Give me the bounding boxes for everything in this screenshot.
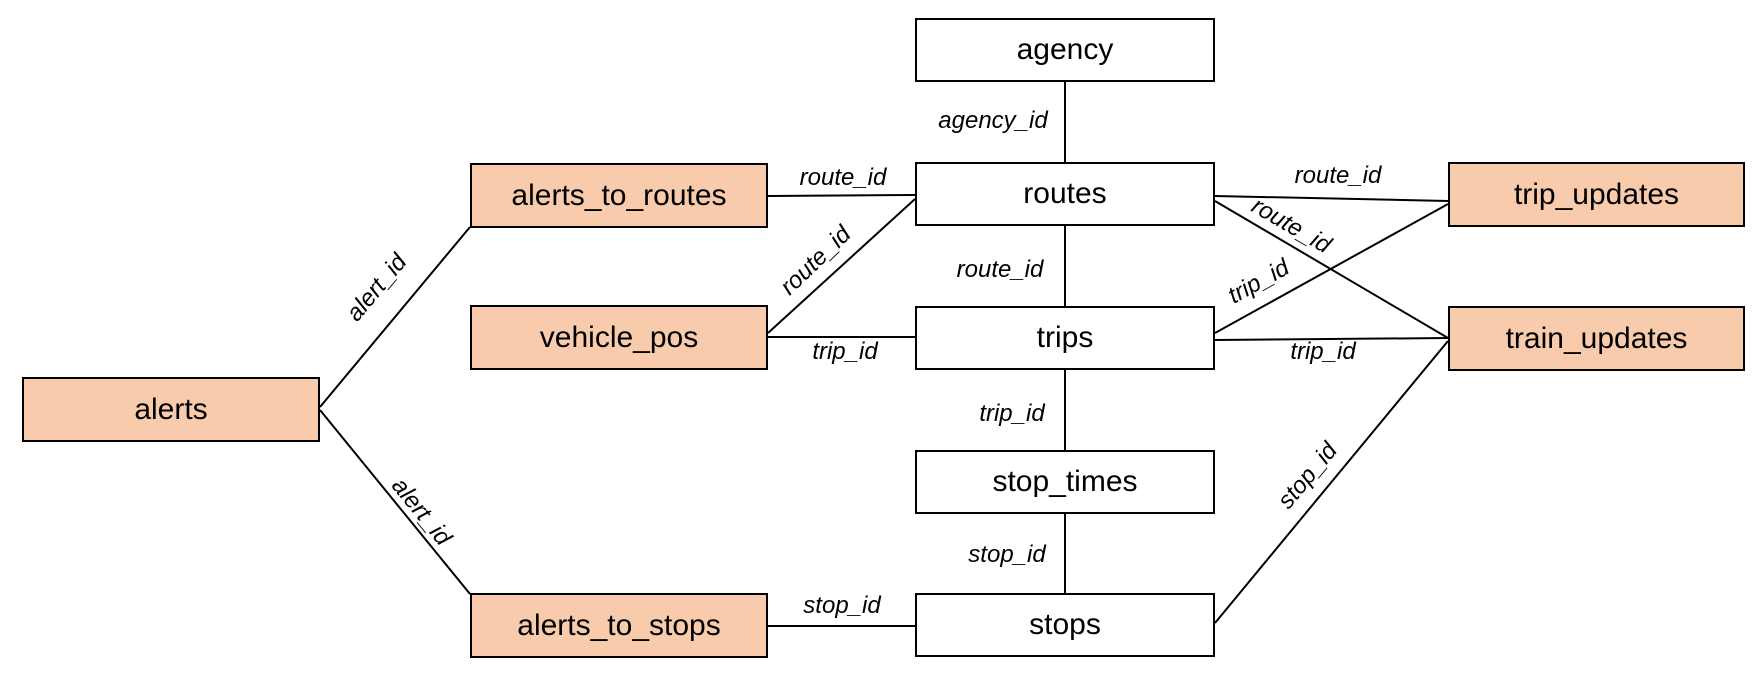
entity-routes: routes [915, 162, 1215, 226]
entity-label: agency [1016, 33, 1114, 66]
entity-label: routes [1023, 177, 1107, 210]
edge-routes-trip_updates [1214, 195, 1449, 202]
entity-label: vehicle_pos [539, 320, 699, 354]
edge-trips-train_updates [1214, 337, 1449, 341]
edge-label-alerts_to_routes-routes: route_id [799, 164, 887, 191]
edge-vehicle_pos-routes [767, 198, 916, 334]
edge-alerts-alerts_to_routes [319, 226, 471, 408]
entity-train_updates: train_updates [1448, 306, 1745, 371]
edge-label-routes-trips: route_id [956, 256, 1044, 283]
entity-trip_updates: trip_updates [1448, 162, 1745, 227]
edge-label-routes-trip_updates: route_id [1294, 162, 1382, 189]
entity-trips: trips [915, 306, 1215, 370]
edge-alerts-alerts_to_stops [319, 409, 471, 595]
edge-label-trips-train_updates: trip_id [1290, 338, 1356, 365]
edge-label-stop_times-stops: stop_id [968, 541, 1046, 568]
edge-alerts_to_routes-routes [767, 194, 916, 197]
edge-label-alerts_to_stops-stops: stop_id [803, 592, 881, 619]
entity-label: stop_times [992, 465, 1138, 498]
entity-alerts_to_stops: alerts_to_stops [470, 593, 768, 658]
entity-label: train_updates [1505, 321, 1688, 355]
entity-label: trips [1036, 321, 1094, 354]
edge-stops-train_updates [1214, 340, 1449, 624]
entity-stops: stops [915, 593, 1215, 657]
entity-stop_times: stop_times [915, 450, 1215, 514]
edge-trips-trip_updates [1214, 203, 1449, 334]
entity-label: alerts_to_routes [511, 178, 727, 212]
entity-alerts: alerts [22, 377, 320, 442]
entity-agency: agency [915, 18, 1215, 82]
edge-label-vehicle_pos-trips: trip_id [812, 338, 878, 365]
entity-label: stops [1029, 608, 1101, 641]
entity-label: trip_updates [1513, 177, 1680, 211]
entity-label: alerts_to_stops [517, 608, 721, 642]
entity-vehicle_pos: vehicle_pos [470, 305, 768, 370]
entity-label: alerts [134, 392, 208, 426]
edge-label-trips-stop_times: trip_id [979, 400, 1045, 427]
edge-label-agency-routes: agency_id [938, 107, 1048, 134]
entity-alerts_to_routes: alerts_to_routes [470, 163, 768, 228]
